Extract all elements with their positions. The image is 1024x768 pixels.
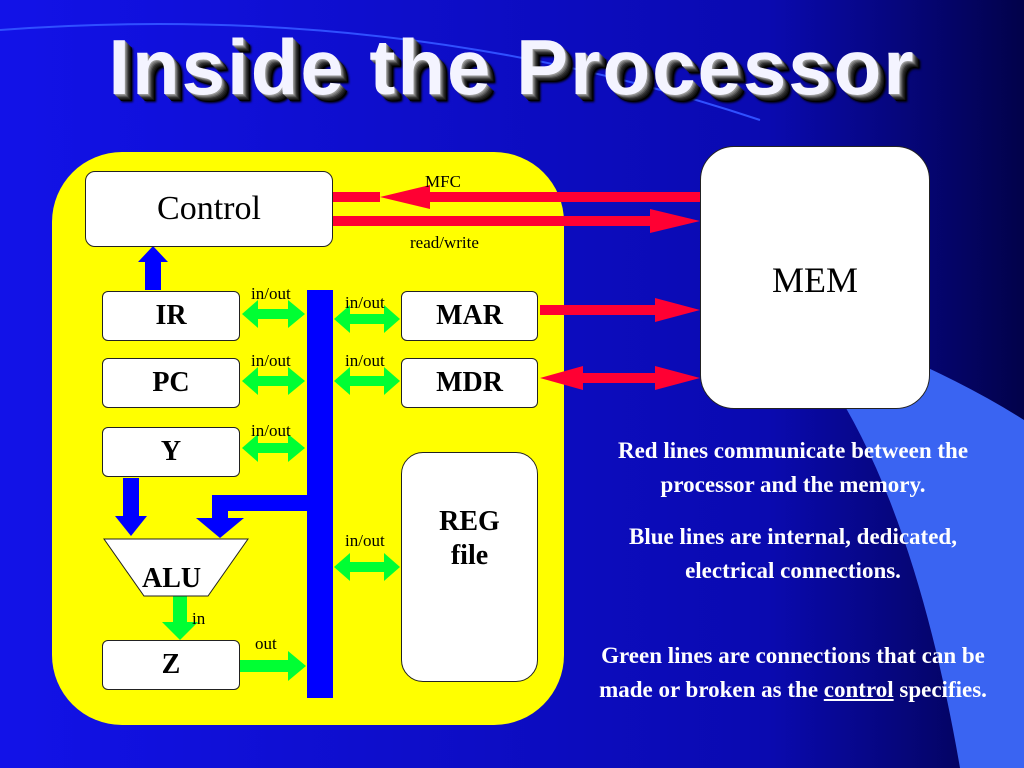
y-to-alu-arrowhead — [115, 516, 147, 536]
z-label: Z — [161, 649, 181, 680]
mfc-arrowhead — [380, 185, 430, 209]
control-block: Control — [85, 171, 333, 247]
decorative-swoosh — [760, 300, 1024, 768]
mar-to-mem-arrowhead — [655, 298, 700, 322]
reg-file-block: REG file — [401, 452, 538, 682]
reg-bus-arrow — [334, 553, 400, 581]
read-write-arrowhead — [650, 209, 700, 233]
ir-bus-arrow — [242, 300, 305, 328]
alu-shape — [103, 538, 249, 597]
pc-bus-arrow — [242, 367, 305, 395]
reg-label-line2: file — [450, 540, 489, 571]
reg-label-line1: REG — [439, 506, 500, 537]
reg-inout-label: in/out — [345, 531, 385, 550]
mdr-bus-arrow — [334, 367, 400, 395]
pc-inout-label: in/out — [251, 351, 291, 370]
y-inout-label: in/out — [251, 421, 291, 440]
mdr-inout-label: in/out — [345, 351, 385, 370]
mdr-register: MDR — [401, 358, 538, 408]
ir-label: IR — [155, 300, 187, 331]
green-connections — [162, 300, 400, 681]
slide-title: Inside the Processor — [108, 23, 916, 111]
ir-to-control-line — [145, 256, 161, 290]
ir-to-control-arrowhead — [138, 246, 168, 262]
bus-to-alu-arrowhead — [196, 518, 244, 538]
control-link-text: control — [823, 677, 894, 702]
y-register: Y — [102, 427, 240, 477]
mem-label: MEM — [771, 260, 858, 300]
green-note-text: Green lines are connections that can be … — [599, 643, 985, 702]
z-out-label: out — [255, 634, 277, 653]
y-label: Y — [160, 436, 182, 467]
red-connections — [333, 185, 700, 390]
z-to-bus-arrow — [240, 651, 306, 681]
z-register: Z — [102, 640, 240, 690]
pc-label: PC — [152, 367, 190, 398]
internal-bus — [307, 290, 333, 698]
green-note-end: specifies. — [899, 677, 987, 702]
alu-to-z-arrow — [162, 596, 198, 640]
control-label: Control — [157, 190, 261, 227]
blue-connections — [115, 246, 333, 698]
mar-inout-label: in/out — [345, 293, 385, 312]
bus-to-alu-line — [212, 495, 307, 511]
ir-register: IR — [102, 291, 240, 341]
alu-in-label: in — [192, 609, 206, 628]
mfc-label: MFC — [425, 172, 461, 191]
mar-label: MAR — [436, 300, 503, 331]
blue-lines-note: Blue lines are internal, dedicated, elec… — [629, 524, 957, 583]
read-write-label: read/write — [410, 233, 479, 252]
green-lines-note: Green lines are connections that can be … — [588, 639, 998, 707]
y-to-alu-line — [123, 478, 139, 518]
red-lines-note: Red lines communicate between the proces… — [617, 438, 969, 497]
mar-bus-arrow — [334, 305, 400, 333]
alu-label: ALU — [142, 563, 202, 594]
mar-register: MAR — [401, 291, 538, 341]
pc-register: PC — [102, 358, 240, 408]
y-bus-arrow — [242, 434, 305, 462]
decorative-arc — [0, 23, 761, 121]
ir-inout-label: in/out — [251, 284, 291, 303]
memory-block: MEM — [700, 146, 930, 409]
mdr-label: MDR — [436, 367, 503, 398]
